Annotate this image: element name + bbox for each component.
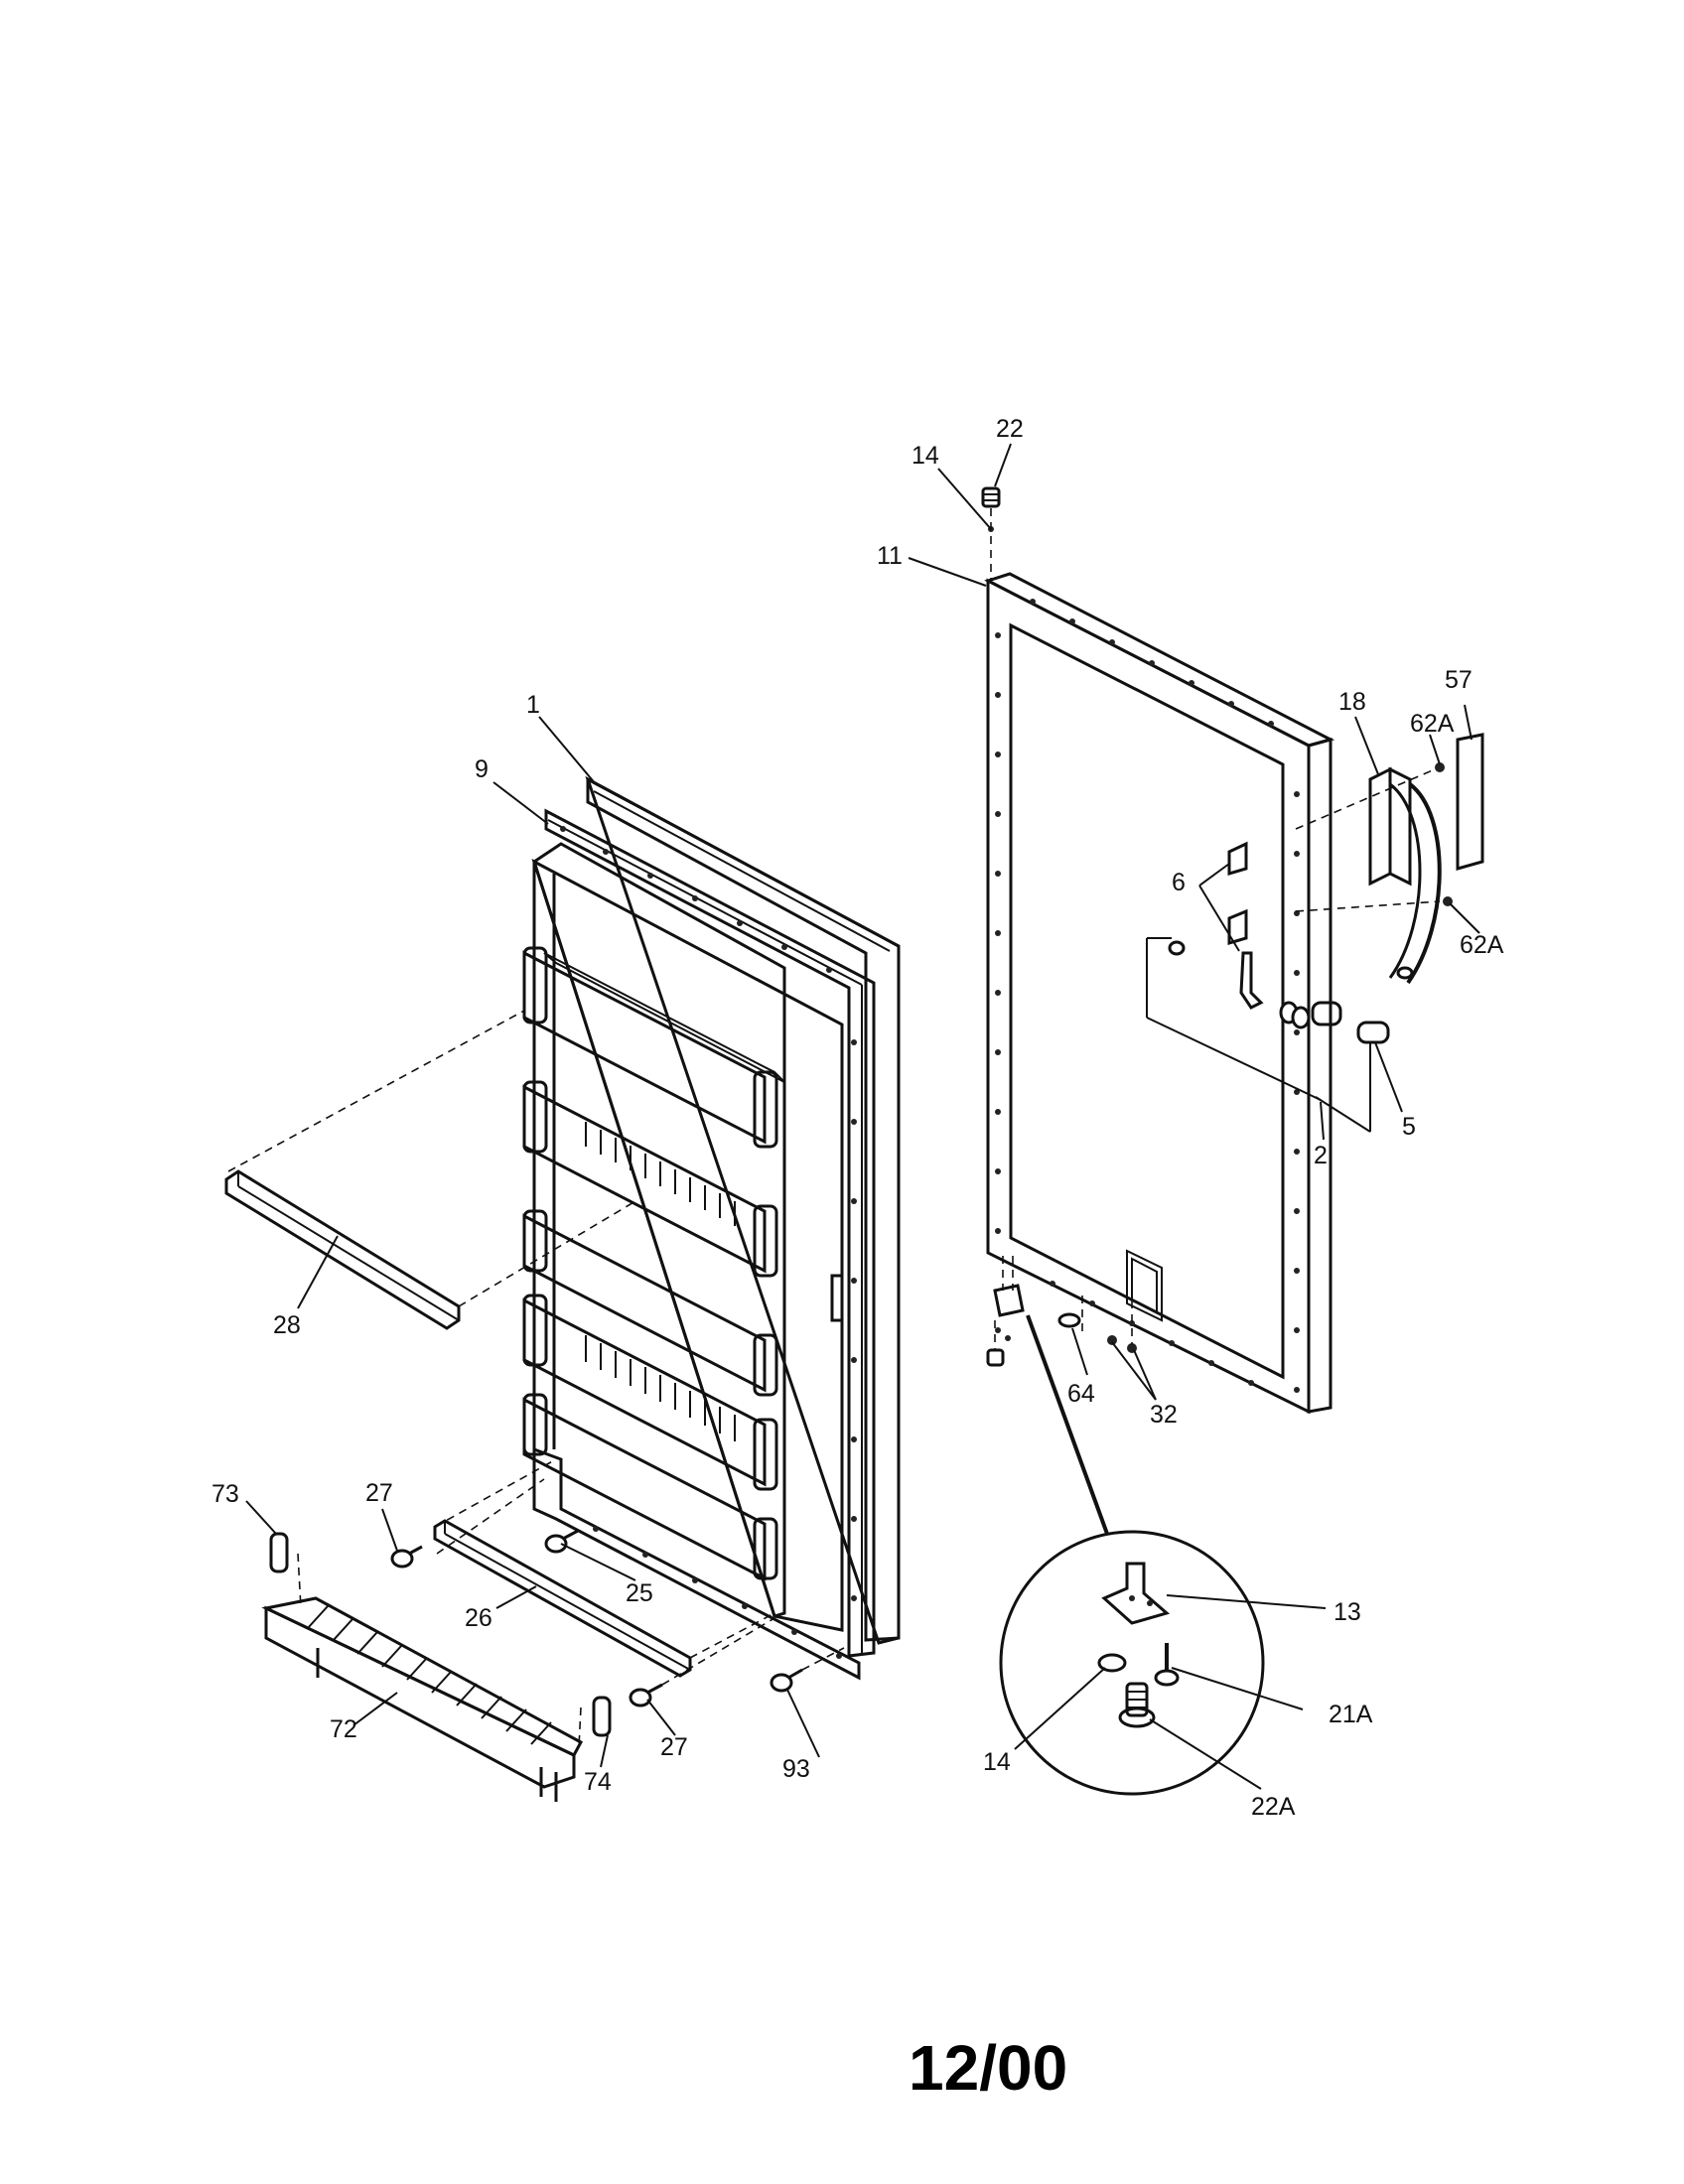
bracket-part-74 <box>578 1696 612 1748</box>
stop-part-64 <box>1057 1312 1081 1328</box>
label-25: 25 <box>626 1579 653 1607</box>
label-27-upper: 27 <box>365 1479 393 1507</box>
door-gasket-part-9 <box>544 808 876 1658</box>
door-shelf-2 <box>522 1080 778 1278</box>
label-28: 28 <box>273 1311 301 1339</box>
bushing-part-22a <box>1118 1682 1156 1728</box>
label-2: 2 <box>1314 1142 1328 1169</box>
screw-part-27-lower <box>629 1617 775 1707</box>
leader-lines <box>245 443 1480 1790</box>
page-date: 12/00 <box>909 2032 1067 2104</box>
label-1: 1 <box>526 691 540 719</box>
label-57: 57 <box>1445 666 1473 694</box>
label-72: 72 <box>330 1715 357 1743</box>
handle-part-18 <box>1368 766 1442 985</box>
label-62a-lower: 62A <box>1460 931 1504 959</box>
washer-part-14-detail <box>1097 1653 1127 1673</box>
label-73: 73 <box>211 1480 239 1508</box>
bushing-part-22 <box>981 486 1001 508</box>
label-22: 22 <box>996 415 1024 443</box>
label-27-lower: 27 <box>660 1733 688 1761</box>
screw-part-62a-upper <box>1435 762 1445 772</box>
label-64: 64 <box>1067 1380 1095 1408</box>
screw-part-25 <box>544 1529 579 1554</box>
screw-part-27-upper <box>390 1545 423 1569</box>
door-shelf-1 <box>522 946 785 1149</box>
label-9: 9 <box>475 755 489 783</box>
label-18: 18 <box>1338 688 1366 716</box>
label-11: 11 <box>877 542 903 570</box>
bracket-part-73 <box>269 1532 302 1609</box>
label-14-detail: 14 <box>983 1748 1011 1776</box>
label-32: 32 <box>1150 1401 1178 1429</box>
label-93: 93 <box>782 1755 810 1783</box>
handle-trim-part-57 <box>1456 733 1484 871</box>
lock-assembly-part-5 <box>1279 1001 1390 1044</box>
label-14-top: 14 <box>912 442 939 470</box>
door-liner <box>522 826 861 1681</box>
bushing-bottom <box>986 1348 1005 1367</box>
label-74: 74 <box>584 1768 612 1796</box>
basket-part-72 <box>261 1596 584 1802</box>
door-shell-part-1 <box>585 775 901 1645</box>
door-shelf-5 <box>522 1393 778 1581</box>
door-shelf-4 <box>522 1294 778 1491</box>
label-6: 6 <box>1172 869 1186 896</box>
label-5: 5 <box>1402 1113 1416 1141</box>
shelf-rail-part-26 <box>433 1458 775 1678</box>
label-21a: 21A <box>1329 1701 1373 1728</box>
screw-part-21a <box>1154 1643 1180 1687</box>
shelf-rail-part-28 <box>224 1010 636 1330</box>
door-shelf-3 <box>522 1209 778 1397</box>
door-panel-part-11 <box>984 572 1335 1415</box>
label-26: 26 <box>465 1604 492 1632</box>
label-62a-upper: 62A <box>1410 710 1455 738</box>
label-13: 13 <box>1333 1598 1361 1626</box>
hinge-bracket-small <box>993 1256 1025 1317</box>
hinge-bracket-part-13 <box>1101 1562 1171 1625</box>
label-22a: 22A <box>1251 1793 1296 1821</box>
detail-circle <box>999 1530 1265 1796</box>
screw-part-93 <box>770 1647 845 1693</box>
